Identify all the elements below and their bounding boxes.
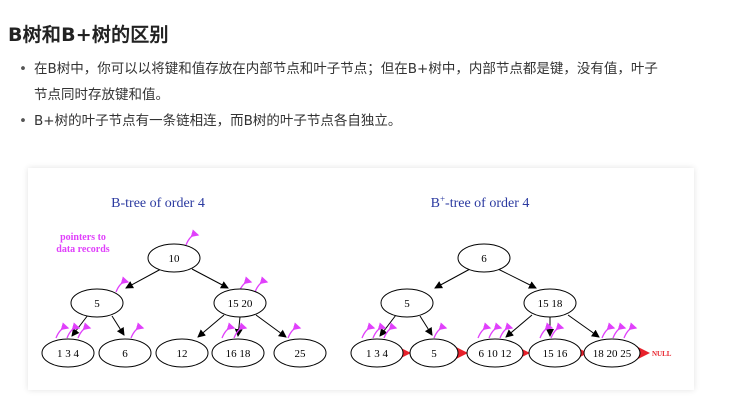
list-item: • B+树的叶子节点有一条链相连，而B树的叶子节点各自独立。 bbox=[18, 108, 723, 134]
pointer-annotation: data records bbox=[56, 244, 110, 255]
bplus-tree-title: B+-tree of order 4 bbox=[431, 194, 530, 211]
btree-title: B-tree of order 4 bbox=[111, 196, 205, 211]
svg-text:6: 6 bbox=[122, 348, 128, 360]
tree-node-leaf: 6 10 12 bbox=[466, 338, 524, 368]
tree-node-leaf: 5 bbox=[409, 338, 459, 368]
svg-text:18 20 25: 18 20 25 bbox=[593, 348, 632, 360]
tree-node-internal: 15 20 bbox=[213, 288, 267, 318]
btree-diagram: B-tree of order 4 pointers to data recor… bbox=[41, 196, 327, 368]
svg-text:15 18: 15 18 bbox=[538, 298, 563, 310]
list-item-text: B+树的叶子节点有一条链相连，而B树的叶子节点各自独立。 bbox=[34, 113, 402, 129]
list-item-text: 节点同时存放键和值。 bbox=[34, 87, 169, 103]
tree-node-leaf: 12 bbox=[155, 338, 209, 368]
btree-comparison-figure: B-tree of order 4 pointers to data recor… bbox=[28, 168, 694, 390]
tree-node-leaf: 25 bbox=[273, 338, 327, 368]
list-item-text: 在B树中，你可以以将键和值存放在内部节点和叶子节点；但在B+树中，内部节点都是键… bbox=[34, 61, 658, 77]
svg-text:5: 5 bbox=[94, 298, 100, 310]
tree-node-root: 10 bbox=[147, 243, 201, 273]
svg-text:1 3 4: 1 3 4 bbox=[366, 348, 389, 360]
null-terminator-label: NULL bbox=[652, 350, 672, 358]
bullet-dot: • bbox=[19, 61, 27, 77]
tree-node-leaf: 1 3 4 bbox=[350, 338, 404, 368]
tree-node-internal: 5 bbox=[70, 288, 124, 318]
tree-node-root: 6 bbox=[457, 243, 511, 273]
svg-text:10: 10 bbox=[169, 253, 181, 265]
page-title: B树和B+树的区别 bbox=[8, 24, 169, 46]
difference-list: • 在B树中，你可以以将键和值存放在内部节点和叶子节点；但在B+树中，内部节点都… bbox=[18, 56, 723, 134]
svg-text:5: 5 bbox=[404, 298, 410, 310]
svg-text:6: 6 bbox=[481, 253, 487, 265]
tree-node-internal: 5 bbox=[380, 288, 434, 318]
svg-text:16 18: 16 18 bbox=[226, 348, 251, 360]
list-item: • 在B树中，你可以以将键和值存放在内部节点和叶子节点；但在B+树中，内部节点都… bbox=[18, 56, 723, 108]
svg-text:25: 25 bbox=[295, 348, 307, 360]
svg-text:15 16: 15 16 bbox=[543, 348, 568, 360]
tree-node-leaf: 18 20 25 bbox=[583, 338, 641, 368]
tree-node-internal: 15 18 bbox=[523, 288, 577, 318]
svg-text:1 3 4: 1 3 4 bbox=[57, 348, 80, 360]
bplus-tree-diagram: B+-tree of order 4 bbox=[350, 194, 672, 368]
bullet-dot: • bbox=[19, 113, 27, 129]
svg-text:12: 12 bbox=[177, 348, 188, 360]
tree-node-leaf: 6 bbox=[98, 338, 152, 368]
svg-text:15 20: 15 20 bbox=[228, 298, 253, 310]
svg-text:6 10 12: 6 10 12 bbox=[479, 348, 512, 360]
pointer-annotation: pointers to bbox=[60, 232, 106, 243]
tree-node-leaf: 15 16 bbox=[528, 338, 582, 368]
tree-node-leaf: 1 3 4 bbox=[41, 338, 95, 368]
tree-node-leaf: 16 18 bbox=[211, 338, 265, 368]
svg-text:5: 5 bbox=[431, 348, 437, 360]
